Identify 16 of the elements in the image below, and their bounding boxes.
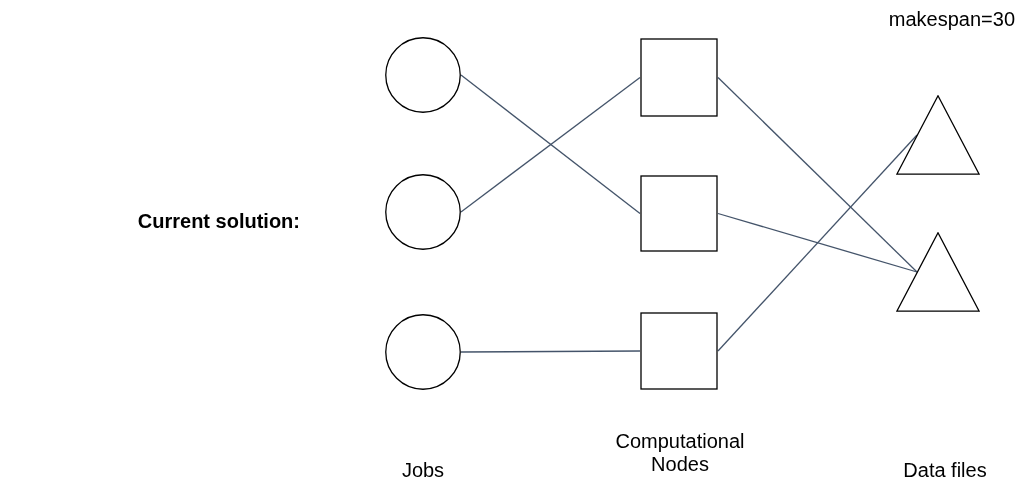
- column-label: Data files: [902, 458, 988, 483]
- annotation-text: makespan=30: [887, 7, 1015, 32]
- data-file-triangle: [896, 232, 980, 312]
- column-label: Computational Nodes: [614, 430, 746, 476]
- column-label: Jobs: [400, 458, 446, 483]
- job-circle: [385, 174, 461, 250]
- connector-line: [717, 212, 918, 273]
- compute-node-square: [640, 312, 718, 390]
- compute-node-square: [640, 38, 718, 117]
- data-file-triangle: [896, 95, 980, 175]
- row-label: Current solution:: [136, 209, 300, 234]
- compute-node-square: [640, 175, 718, 252]
- job-circle: [385, 37, 461, 113]
- job-circle: [385, 314, 461, 390]
- connector-line: [460, 350, 641, 353]
- connector-line: [717, 76, 918, 273]
